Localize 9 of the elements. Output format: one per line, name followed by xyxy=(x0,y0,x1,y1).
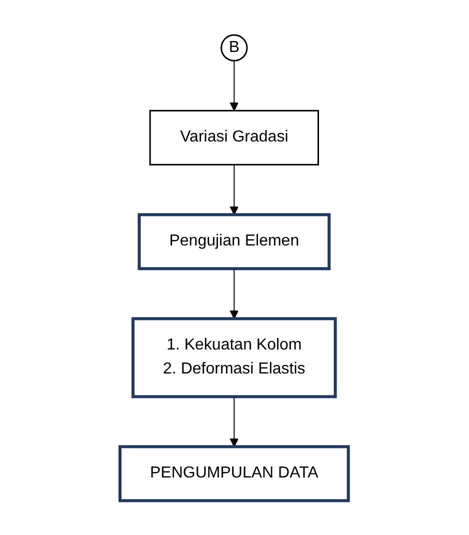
node-box: PENGUMPULAN DATA xyxy=(118,444,350,502)
node-box: Variasi Gradasi xyxy=(150,110,320,166)
arrow xyxy=(230,60,239,111)
arrow xyxy=(230,268,239,319)
arrow xyxy=(230,396,239,447)
node-box: 1. Kekuatan Kolom 2. Deformasi Elastis xyxy=(132,316,338,398)
arrow xyxy=(230,164,239,215)
node-box: Pengujian Elemen xyxy=(138,212,331,270)
node-circle: B xyxy=(220,34,248,62)
